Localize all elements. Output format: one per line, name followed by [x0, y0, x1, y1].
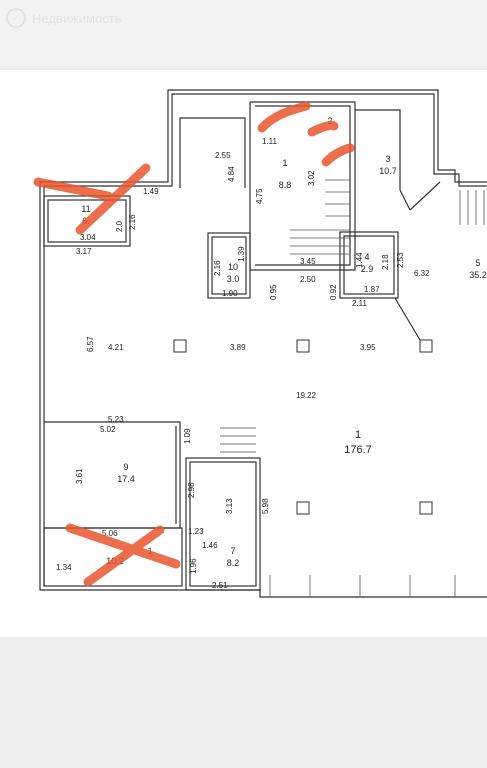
- room-number: 4: [364, 252, 369, 262]
- room-number: 3: [385, 154, 390, 164]
- room-area: 176.7: [344, 444, 372, 456]
- dim-label: 2.53: [396, 252, 405, 268]
- top-bar: ✓ Недвижимость: [0, 0, 487, 66]
- cross-mark: [75, 163, 151, 235]
- dim-label: 0.95: [269, 284, 278, 300]
- room-area: 10.7: [379, 166, 397, 176]
- room-area: 8.8: [279, 180, 292, 190]
- stairs: [220, 179, 485, 597]
- dim-label: 0.92: [329, 284, 338, 300]
- room-number: 1: [355, 429, 361, 441]
- dim-label: 3.04: [80, 233, 96, 242]
- room-number: 1: [282, 158, 287, 168]
- dim-label: 5.98: [261, 498, 270, 514]
- dim-label: 4.21: [108, 343, 124, 352]
- dim-label: 4.75: [255, 188, 264, 204]
- room-area: 17.4: [117, 474, 135, 484]
- dim-label: 2.16: [128, 214, 137, 230]
- dim-label: 1.09: [183, 428, 192, 444]
- room-area: 8.2: [227, 558, 240, 568]
- floor-plan-drawing: 1 176.7 1 8.8 2 3 10.7 4 2.9 5 35.2 7 8.…: [33, 89, 487, 598]
- dim-label: 19.22: [296, 391, 317, 400]
- dim-label: 3.61: [75, 468, 84, 484]
- room-number: 9: [123, 462, 128, 472]
- dim-label: 3.45: [300, 257, 316, 266]
- dim-label: 5.23: [108, 415, 124, 424]
- watermark-text: Недвижимость: [32, 10, 122, 26]
- room-area: 35.2: [469, 270, 487, 280]
- dim-label: 1.49: [143, 187, 159, 196]
- watermark-logo-icon: ✓: [6, 8, 26, 28]
- walls: [39, 89, 487, 598]
- dim-label: 1.23: [188, 527, 204, 536]
- dim-label: 5.02: [100, 425, 116, 434]
- dim-label: 1.34: [56, 563, 72, 572]
- room-area: 2.9: [361, 264, 374, 274]
- room-number: 7: [230, 546, 235, 556]
- cross-mark: [83, 525, 165, 587]
- dim-label: 2.98: [187, 482, 196, 498]
- watermark: ✓ Недвижимость: [6, 8, 121, 28]
- cross-mark: [33, 177, 113, 201]
- room-number: 2: [327, 116, 332, 126]
- dim-label: 1.39: [237, 246, 246, 262]
- dim-label: 2.50: [300, 275, 316, 284]
- red-markings: [33, 101, 355, 587]
- dim-label: 2.51: [212, 581, 228, 590]
- dim-label: 3.13: [225, 498, 234, 514]
- dim-label: 2.55: [215, 151, 231, 160]
- dim-label: 1.96: [189, 558, 198, 574]
- stroke-mark: [307, 121, 339, 137]
- dim-label: 1.90: [222, 289, 238, 298]
- dim-label: 2.18: [381, 254, 390, 270]
- stroke-mark: [257, 101, 311, 133]
- bottom-area: [0, 640, 487, 768]
- dim-label: 5.06: [102, 529, 118, 538]
- dim-label: 2.0: [115, 220, 124, 232]
- room-number: 5: [475, 258, 480, 268]
- dim-label: 1.11: [262, 137, 278, 146]
- stroke-mark: [321, 143, 355, 167]
- dim-label: 2.16: [213, 260, 222, 276]
- dim-label: 6.57: [86, 336, 95, 352]
- dim-label: 3.95: [360, 343, 376, 352]
- cross-mark: [65, 523, 181, 569]
- room-number: 11: [81, 204, 90, 214]
- dim-label: 6.32: [414, 269, 430, 278]
- dim-label: 1.44: [355, 252, 364, 268]
- dim-label: 1.87: [364, 285, 380, 294]
- dim-label: 3.89: [230, 343, 246, 352]
- dim-label: 1.46: [202, 541, 218, 550]
- dimension-labels: 2.55 4.84 1.11 4.75 3.02 1.49 2.0 2.16 3…: [56, 137, 430, 590]
- room-area: 3.0: [227, 274, 240, 284]
- dim-label: 2.11: [352, 299, 368, 308]
- columns: [173, 339, 433, 515]
- dim-label: 3.17: [76, 247, 92, 256]
- floor-plan: 1 176.7 1 8.8 2 3 10.7 4 2.9 5 35.2 7 8.…: [0, 70, 487, 637]
- dim-label: 4.84: [227, 166, 236, 182]
- dim-label: 3.02: [307, 170, 316, 186]
- room-number: 10: [228, 262, 238, 272]
